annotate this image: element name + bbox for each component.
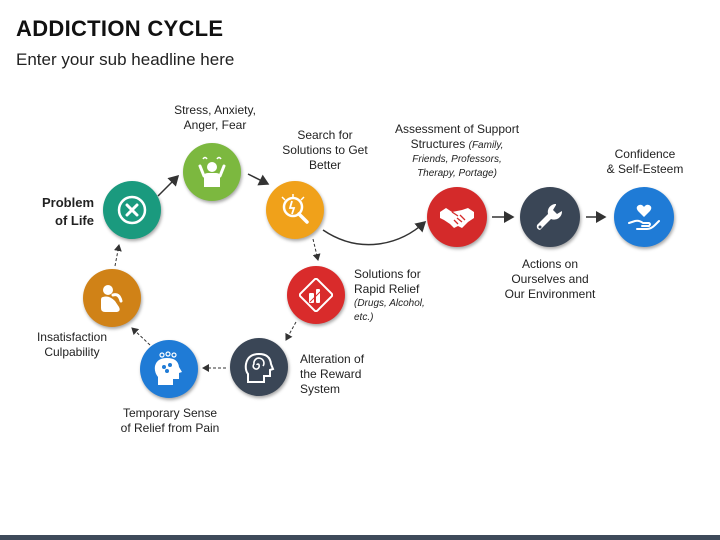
label-rapid-line1: Solutions for: [354, 267, 421, 281]
label-search-line2: Solutions to Get: [282, 143, 368, 157]
label-search-line3: Better: [308, 158, 341, 172]
label-confidence: Confidence & Self-Esteem: [590, 147, 700, 177]
node-confidence: [614, 187, 674, 247]
arrow-search-to-assessment: [322, 220, 427, 246]
label-reward-line3: System: [300, 382, 341, 396]
label-confidence-line2: & Self-Esteem: [606, 162, 684, 176]
node-problem: [103, 181, 161, 239]
label-actions: Actions on Ourselves and Our Environment: [490, 257, 610, 302]
label-rapid-note2: etc.): [354, 312, 374, 323]
heart-hand-icon: [628, 204, 660, 230]
node-reward: [230, 338, 288, 396]
wrench-icon: [536, 203, 563, 230]
arrow-insatisfaction-to-problem: [113, 244, 122, 267]
label-assessment-note1: Friends, Professors,: [412, 154, 502, 165]
node-rapid: [287, 266, 345, 324]
label-stress: Stress, Anxiety, Anger, Fear: [160, 103, 270, 133]
node-stress: [183, 143, 241, 201]
label-rapid: Solutions for Rapid Relief (Drugs, Alcoh…: [354, 267, 454, 325]
bottom-bar: [0, 535, 720, 540]
label-problem-line2: of Life: [55, 213, 94, 228]
label-assessment-note2: Therapy, Portage): [417, 168, 497, 179]
label-confidence-line1: Confidence: [614, 147, 676, 161]
label-insatisfaction: Insatisfaction Culpability: [18, 330, 126, 360]
label-assessment: Assessment of Support Structures (Family…: [382, 122, 532, 181]
label-insatisfaction-line2: Culpability: [44, 345, 100, 359]
label-problem-line1: Problem: [41, 195, 94, 210]
label-reward-line1: Alteration of: [300, 352, 365, 366]
lightbulb-magnifier-icon: [281, 194, 309, 224]
label-search-line1: Search for: [297, 128, 353, 142]
page-subtitle: Enter your sub headline here: [16, 50, 235, 69]
sad-person-icon: [101, 285, 123, 312]
node-assessment: [427, 187, 487, 247]
node-temporary: [140, 340, 198, 398]
head-thoughts-icon: [154, 351, 182, 385]
arrow-problem-to-stress: [157, 174, 180, 197]
label-rapid-line2: Rapid Relief: [354, 282, 420, 296]
label-temporary: Temporary Sense of Relief from Pain: [110, 406, 230, 436]
arrow-temporary-to-insatisfaction: [131, 327, 151, 346]
label-problem: Problem of Life: [20, 194, 94, 230]
frustrated-person-icon: [198, 156, 226, 187]
node-search: [266, 181, 324, 239]
label-temporary-line1: Temporary Sense: [122, 406, 218, 420]
label-temporary-line2: of Relief from Pain: [120, 421, 220, 435]
drugs-sign-icon: [299, 278, 333, 312]
label-actions-line1: Actions on: [521, 257, 579, 271]
page-title: ADDICTION CYCLE: [16, 16, 224, 41]
handshake-icon: [440, 208, 474, 228]
label-insatisfaction-line1: Insatisfaction: [36, 330, 108, 344]
label-search: Search for Solutions to Get Better: [270, 128, 380, 173]
close-x-icon: [117, 195, 147, 225]
label-rapid-note1: (Drugs, Alcohol,: [354, 298, 425, 309]
arrow-rapid-to-reward: [285, 321, 297, 341]
label-actions-line2: Ourselves and: [511, 272, 589, 286]
label-stress-line1: Stress, Anxiety,: [174, 103, 256, 117]
label-assessment-note0: (Family,: [468, 140, 504, 151]
label-assessment-line1: Assessment of Support: [394, 122, 520, 136]
node-actions: [520, 187, 580, 247]
label-assessment-line2: Structures: [410, 137, 469, 151]
label-reward: Alteration of the Reward System: [300, 352, 390, 397]
label-actions-line3: Our Environment: [504, 287, 596, 301]
spiral-head-icon: [244, 352, 275, 383]
node-insatisfaction: [83, 269, 141, 327]
label-stress-line2: Anger, Fear: [183, 118, 247, 132]
arrow-search-to-rapid: [312, 238, 321, 261]
label-reward-line2: the Reward: [300, 367, 362, 381]
arrow-stress-to-search: [247, 173, 270, 186]
